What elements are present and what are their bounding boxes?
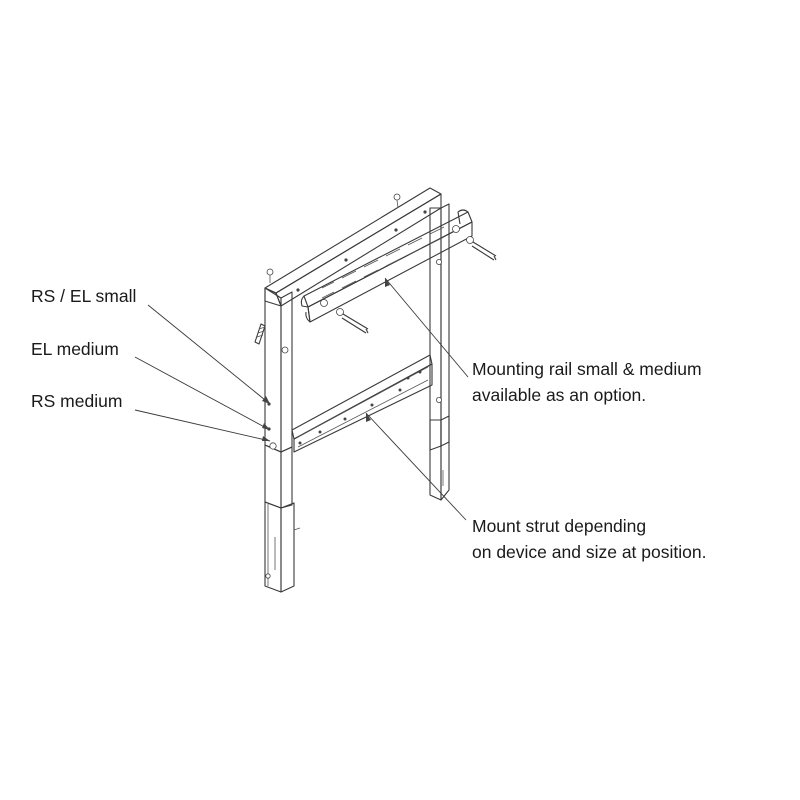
top-crossbar [264, 187, 442, 307]
left-upright-post [264, 287, 301, 593]
leader-el-medium [134, 356, 271, 431]
label-strut-line1: Mount strut depending [472, 516, 646, 536]
leader-mounting-rail [384, 277, 469, 378]
side-screw [254, 323, 266, 345]
leader-lines [134, 277, 469, 521]
label-el-medium: EL medium [31, 339, 119, 359]
leader-rs-el-small [147, 304, 271, 405]
label-mounting-rail-line1: Mounting rail small & medium [472, 359, 702, 379]
label-mounting-rail-line2: available as an option. [472, 385, 646, 405]
mounting-rail [300, 209, 473, 323]
leader-rs-medium [134, 409, 271, 442]
right-upright-post [429, 203, 450, 501]
cross-strut [291, 354, 433, 453]
leader-strut [365, 412, 467, 521]
label-rs-medium: RS medium [31, 391, 122, 411]
label-rs-el-small: RS / EL small [31, 286, 136, 306]
top-screws [266, 193, 401, 283]
rail-bolts [320, 225, 497, 334]
label-strut-line2: on device and size at position. [472, 542, 706, 562]
